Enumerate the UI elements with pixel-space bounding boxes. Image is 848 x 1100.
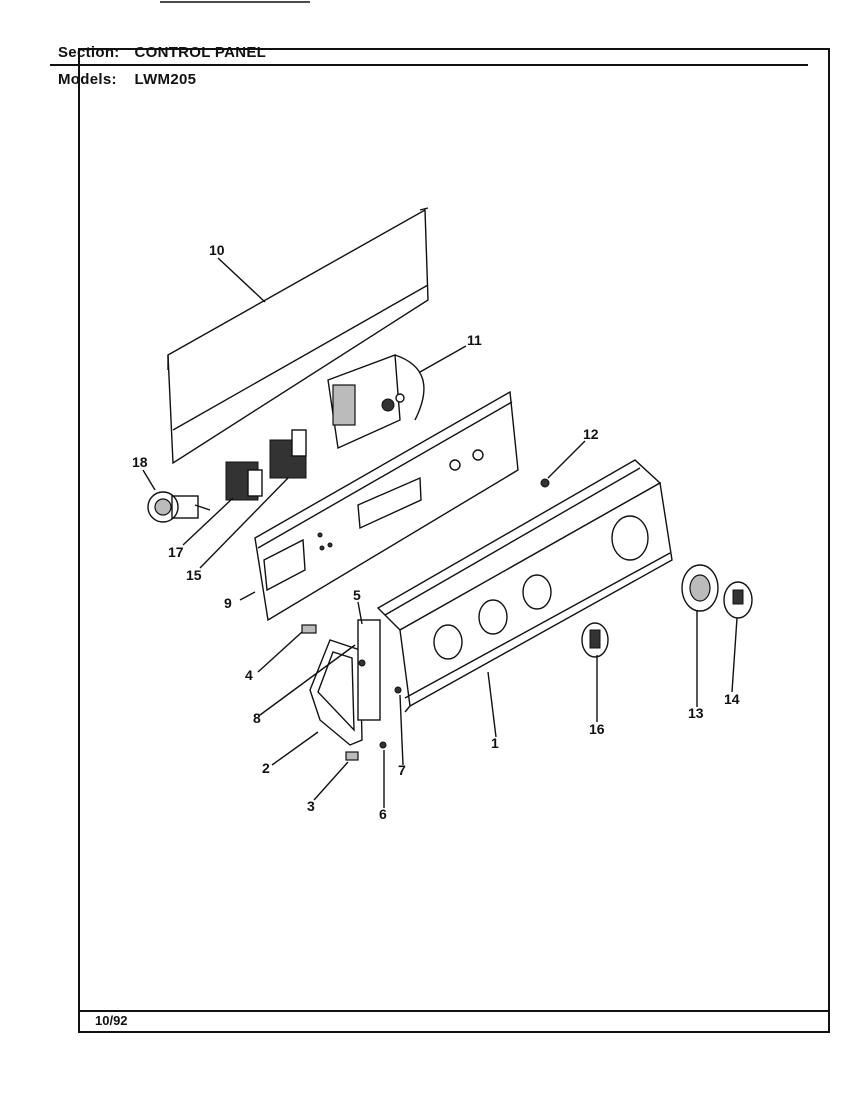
part-18-rotary-switch	[147, 491, 211, 523]
part-6-screw	[379, 741, 387, 749]
part-14-knob-cap	[723, 581, 753, 619]
footer-date: 10/92	[95, 1013, 128, 1028]
callout-10: 10	[209, 242, 225, 258]
callout-5: 5	[353, 587, 361, 603]
part-16-knob	[581, 622, 609, 658]
part-1-console	[376, 459, 673, 713]
part-10-rear-shield	[167, 207, 429, 465]
part-9-panel-backplate	[254, 390, 519, 622]
part-8-bracket	[358, 659, 366, 667]
diagram-frame	[78, 48, 830, 1033]
callout-1: 1	[491, 735, 499, 751]
models-value: LWM205	[134, 71, 197, 88]
part-15-switch	[269, 429, 307, 479]
part-4-clip	[301, 624, 317, 634]
part-12-screw	[540, 478, 550, 488]
callout-13: 13	[688, 705, 704, 721]
callout-17: 17	[168, 544, 184, 560]
models-label: Models:	[58, 71, 117, 88]
part-7-screw	[394, 686, 402, 694]
callout-2: 2	[262, 760, 270, 776]
callout-14: 14	[724, 691, 740, 707]
callout-3: 3	[307, 798, 315, 814]
header-rule	[50, 64, 808, 66]
leader-lines	[142, 257, 738, 808]
callout-11: 11	[467, 332, 482, 348]
part-17-switch	[225, 461, 263, 501]
callout-8: 8	[253, 710, 261, 726]
part-13-knob	[681, 564, 719, 612]
callout-labels: 10 11 12 18 17 15 9 5 4 8 2 3 6 7 1 16 1…	[132, 242, 740, 822]
callout-12: 12	[583, 426, 599, 442]
part-11-timer	[327, 354, 425, 450]
callout-16: 16	[589, 721, 605, 737]
part-3-clip	[345, 751, 359, 761]
callout-4: 4	[245, 667, 253, 683]
callout-15: 15	[186, 567, 202, 583]
part-5-trim	[357, 619, 381, 721]
callout-7: 7	[398, 762, 406, 778]
callout-18: 18	[132, 454, 148, 470]
footer-rule	[80, 1010, 830, 1012]
models-heading: Models: LWM205	[58, 71, 196, 88]
part-2-end-cap	[309, 639, 363, 746]
callout-6: 6	[379, 806, 387, 822]
callout-9: 9	[224, 595, 232, 611]
